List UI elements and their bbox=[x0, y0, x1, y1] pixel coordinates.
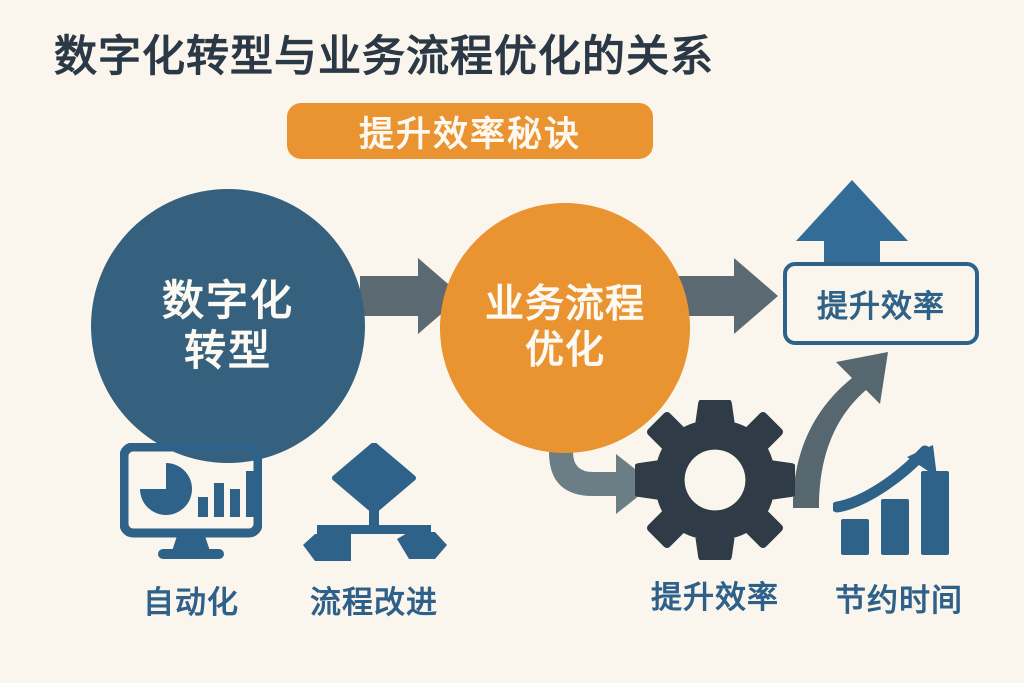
growth-bar-chart-icon bbox=[833, 445, 949, 555]
node-digital-transformation-line2: 转型 bbox=[183, 327, 272, 374]
node-efficiency-result[interactable]: 提升效率 bbox=[783, 262, 979, 345]
node-digital-transformation-line1: 数字化 bbox=[161, 277, 294, 325]
arrow-orange-to-box bbox=[676, 258, 778, 334]
node-efficiency-result-label: 提升效率 bbox=[817, 289, 945, 324]
node-process-optimization-line2: 优化 bbox=[524, 329, 605, 372]
icon-label-efficiency: 提升效率 bbox=[651, 580, 779, 615]
subtitle-badge: 提升效率秘诀 bbox=[287, 103, 653, 159]
icon-label-automation: 自动化 bbox=[143, 585, 239, 620]
node-digital-transformation[interactable]: 数字化 转型 bbox=[91, 189, 365, 463]
icon-item-process-improvement[interactable]: 流程改进 bbox=[290, 443, 458, 622]
icon-label-process-improvement: 流程改进 bbox=[310, 585, 438, 620]
node-process-optimization[interactable]: 业务流程 优化 bbox=[440, 203, 690, 453]
node-process-optimization-line1: 业务流程 bbox=[484, 282, 645, 326]
icon-item-efficiency[interactable]: 提升效率 bbox=[620, 400, 810, 617]
arrow-box-up bbox=[796, 180, 908, 266]
gear-icon bbox=[635, 400, 795, 560]
icon-item-automation[interactable]: 自动化 bbox=[106, 443, 276, 622]
subtitle-badge-label: 提升效率秘诀 bbox=[358, 114, 581, 154]
icon-label-time-saving: 节约时间 bbox=[835, 583, 963, 618]
page-title: 数字化转型与业务流程优化的关系 bbox=[54, 33, 714, 81]
icon-item-time-saving[interactable]: 节约时间 bbox=[815, 443, 983, 620]
monitor-analytics-icon bbox=[120, 443, 262, 559]
flowchart-icon bbox=[303, 443, 447, 561]
